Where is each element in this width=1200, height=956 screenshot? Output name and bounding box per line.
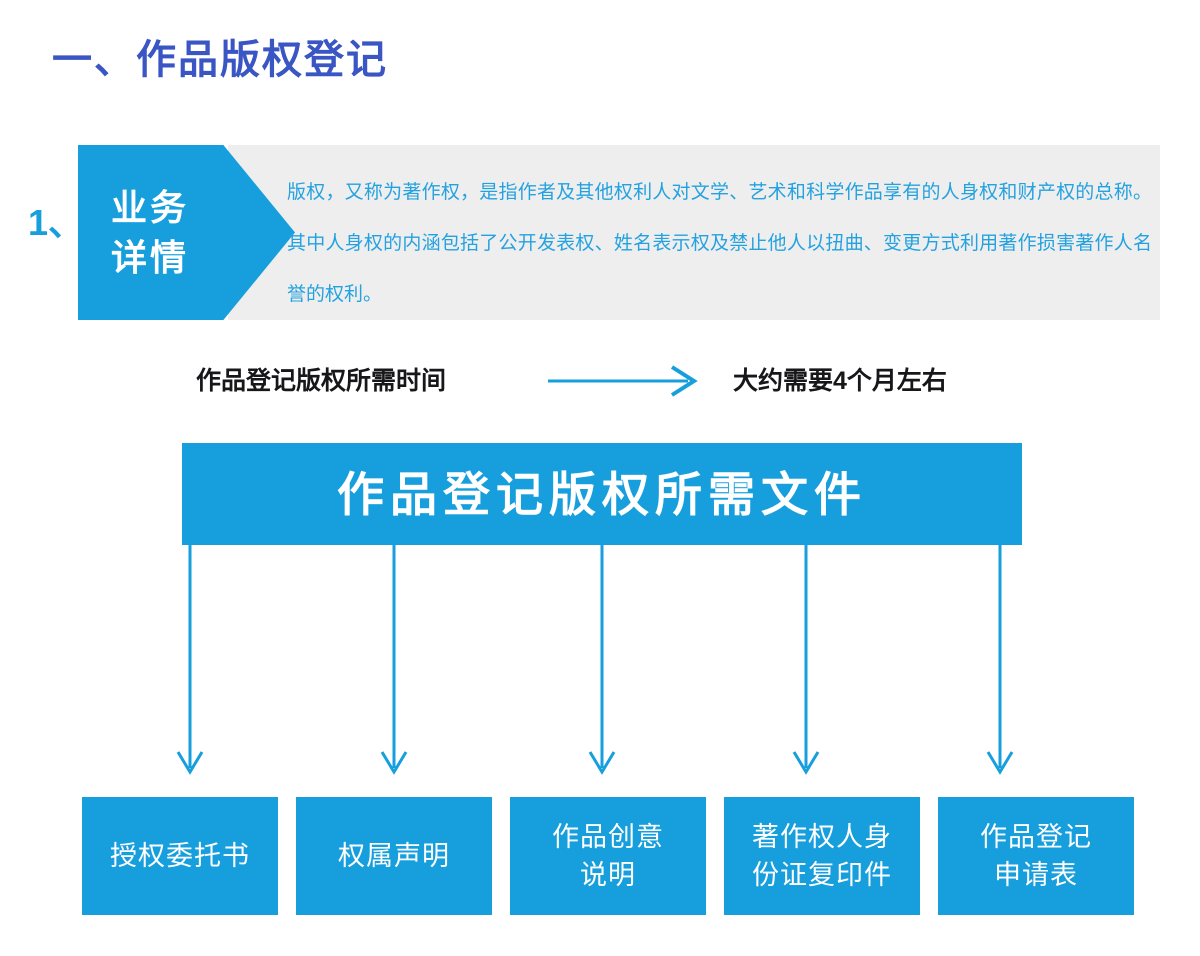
business-detail-block: 1、 业务 详情 版权，又称为著作权，是指作者及其他权利人对文学、艺术和科学作品… [0, 145, 1200, 320]
arrow-right-icon [548, 361, 700, 401]
document-box-label: 著作权人身份证复印件 [752, 821, 892, 890]
document-box-label: 权属声明 [338, 840, 450, 871]
page-title: 一、作品版权登记 [52, 38, 388, 82]
business-detail-description: 版权，又称为著作权，是指作者及其他权利人对文学、艺术和科学作品享有的人身权和财产… [287, 182, 1152, 305]
document-box-authorization-letter[interactable]: 授权委托书 [82, 797, 278, 915]
document-box-label: 授权委托书 [110, 840, 250, 871]
required-documents-list: 授权委托书 权属声明 作品创意说明 著作权人身份证复印件 作品登记申请表 [82, 797, 1134, 915]
required-documents-header-label: 作品登记版权所需文件 [337, 467, 867, 521]
document-box-id-copy[interactable]: 著作权人身份证复印件 [724, 797, 920, 915]
required-documents-header: 作品登记版权所需文件 [182, 443, 1022, 545]
processing-time-label: 作品登记版权所需时间 [196, 367, 447, 395]
processing-time-value: 大约需要4个月左右 [733, 367, 947, 395]
detail-background-panel [228, 145, 1160, 320]
document-box-ownership-statement[interactable]: 权属声明 [296, 797, 492, 915]
badge-line-1: 业务 [111, 186, 190, 228]
document-box-label: 作品登记申请表 [980, 821, 1092, 890]
document-box-registration-form[interactable]: 作品登记申请表 [938, 797, 1134, 915]
item-number-label: 1、 [28, 202, 85, 243]
document-box-creative-description[interactable]: 作品创意说明 [510, 797, 706, 915]
badge-line-2: 详情 [111, 236, 190, 278]
document-box-label: 作品创意说明 [552, 821, 664, 890]
processing-time-row: 作品登记版权所需时间 大约需要4个月左右 [0, 361, 1200, 401]
